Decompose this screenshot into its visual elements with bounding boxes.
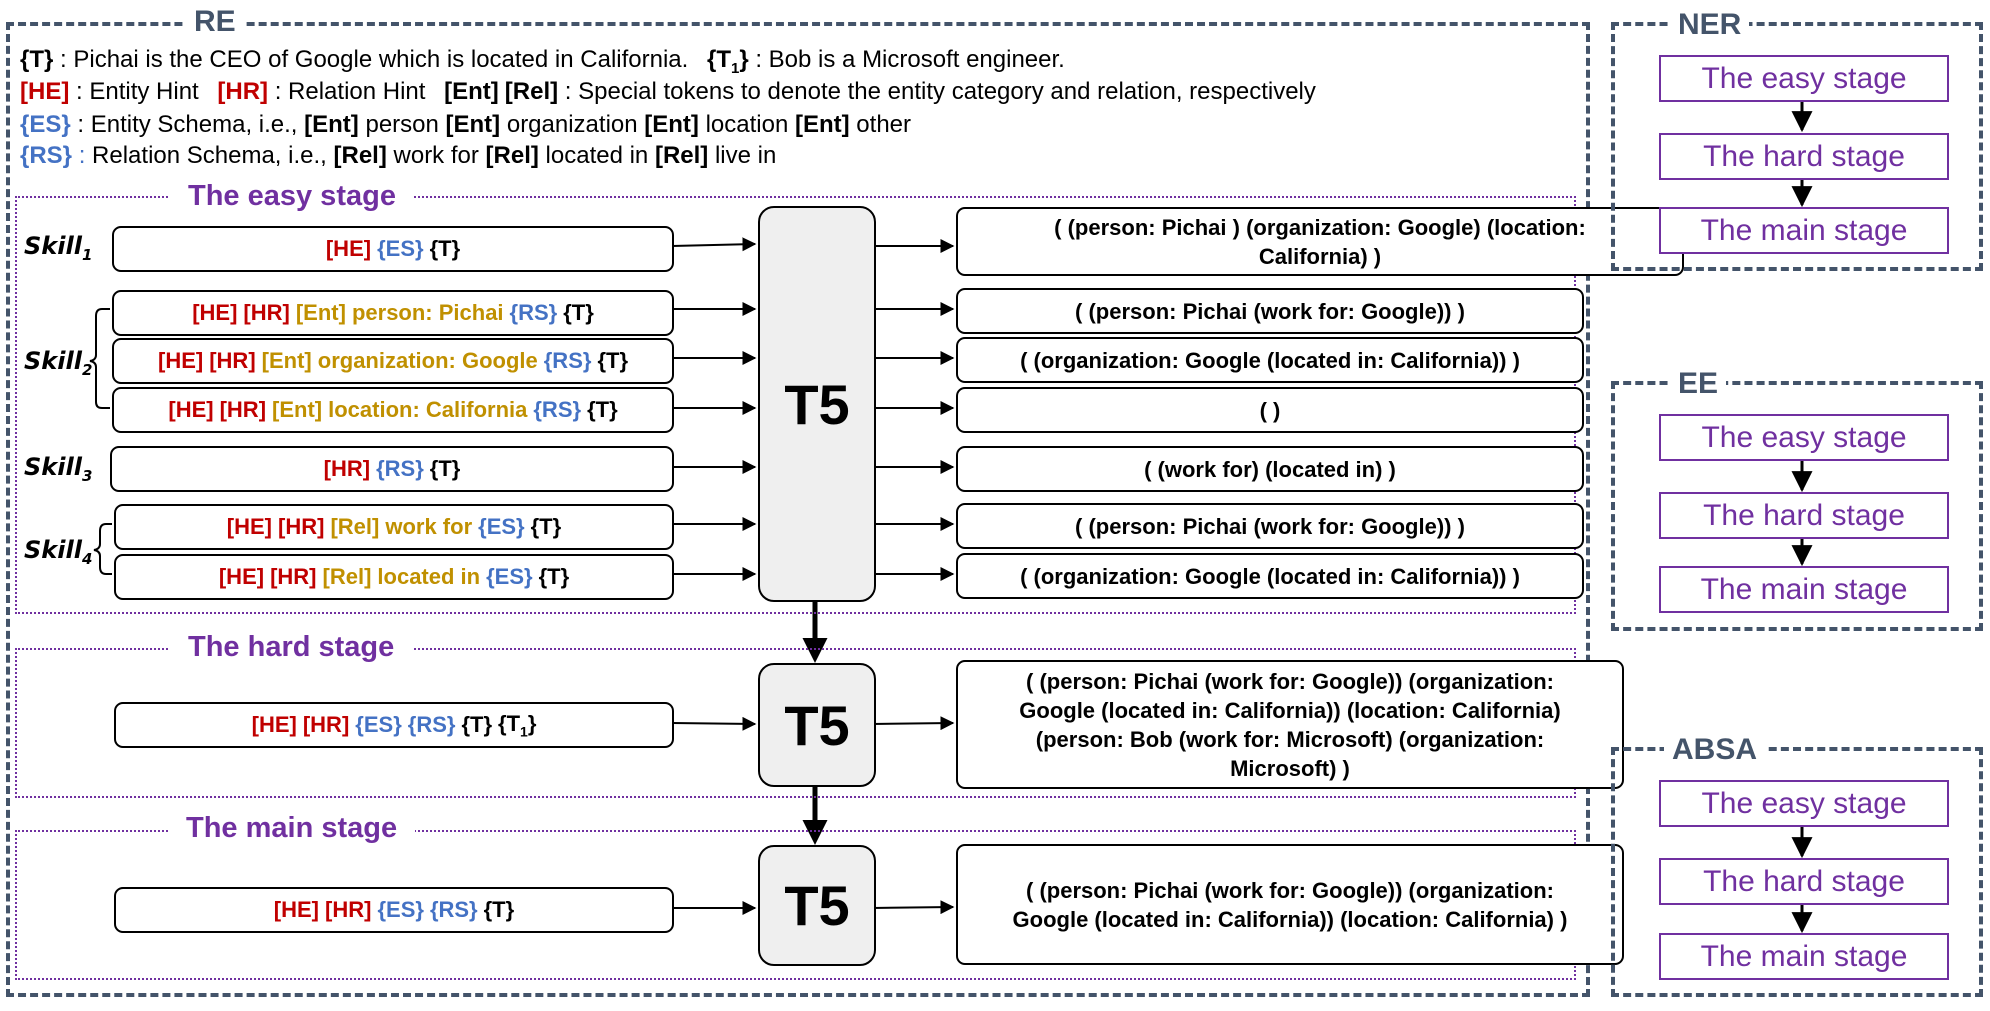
legend-rel: [Rel] (333, 142, 387, 169)
legend-hr-token: [HR] (217, 78, 269, 105)
easy-stage-title: The easy stage (170, 180, 414, 212)
legend-t-token: {T} (20, 46, 54, 73)
absa-hard-stage: The hard stage (1659, 858, 1949, 905)
brace-skill2 (89, 308, 110, 409)
legend-he-desc: : Entity Hint (69, 78, 199, 105)
input-skill4-locatedin: [HE][HR][Rel]located in{ES}{T} (114, 554, 674, 600)
legend-t-desc: : Pichai is the CEO of Google which is l… (53, 46, 689, 73)
legend-rs-desc: Relation Schema, i.e., (85, 142, 334, 169)
legend-rs-located: located in (538, 142, 655, 169)
t5-model-main: T5 (758, 845, 876, 966)
legend-rs-token: {RS} (20, 142, 73, 169)
output-skill2-organization: ( (organization: Google (located in: Cal… (956, 337, 1584, 383)
legend-rs-work: work for (386, 142, 486, 169)
ee-main-stage: The main stage (1659, 566, 1949, 613)
ner-hard-stage: The hard stage (1659, 133, 1949, 180)
output-skill4-locatedin: ( (organization: Google (located in: Cal… (956, 553, 1584, 599)
legend-ent: [Ent] (304, 111, 359, 138)
t5-model-easy: T5 (758, 206, 876, 602)
absa-easy-stage: The easy stage (1659, 780, 1949, 827)
legend-rel: [Rel] (654, 142, 709, 169)
legend-ent: [Ent] (794, 111, 850, 138)
legend-es-other: other (849, 111, 912, 138)
output-main-stage: ( (person: Pichai (work for: Google)) (o… (956, 844, 1624, 965)
output-skill2-person: ( (person: Pichai (work for: Google)) ) (956, 288, 1584, 334)
legend-rs-line: {RS} : Relation Schema, i.e., [Rel] work… (20, 141, 776, 171)
legend-hr-desc: : Relation Hint (268, 78, 426, 105)
absa-main-stage: The main stage (1659, 933, 1949, 980)
output-skill2-location: ( ) (956, 387, 1584, 433)
arrow-in-hard (671, 716, 757, 731)
arrow-in-s1 (671, 237, 757, 252)
skill-2-label: Skill2 (24, 347, 93, 379)
legend-t1-token: {T1} (706, 46, 749, 77)
main-stage-title: The main stage (168, 812, 416, 844)
input-skill2-location: [HE][HR][Ent]location: California{RS}{T} (112, 387, 674, 433)
output-hard-stage: ( (person: Pichai (work for: Google)) (o… (956, 660, 1624, 789)
ner-main-stage: The main stage (1659, 207, 1949, 254)
input-skill3: [HR]{RS}{T} (110, 446, 674, 492)
arrow-out-main (871, 900, 955, 915)
ee-title: EE (1670, 369, 1727, 399)
t5-model-hard: T5 (758, 663, 876, 787)
ee-hard-stage: The hard stage (1659, 492, 1949, 539)
legend-special-desc: : Special tokens to denote the entity ca… (558, 78, 1316, 105)
legend-he-token: [HE] (20, 78, 70, 105)
arrow-out-hard (871, 716, 955, 731)
re-panel (6, 22, 1590, 997)
output-skill1: ( (person: Pichai ) (organization: Googl… (956, 207, 1684, 276)
legend-es-person: person (358, 111, 446, 138)
legend-rel-token: [Rel] (504, 78, 559, 105)
legend-es-token: {ES} (20, 111, 71, 138)
legend-es-line: {ES} : Entity Schema, i.e., [Ent] person… (20, 110, 911, 140)
absa-title: ABSA (1664, 735, 1766, 765)
ner-easy-stage: The easy stage (1659, 55, 1949, 102)
input-skill4-workfor: [HE][HR][Rel]work for{ES}{T} (114, 504, 674, 550)
legend-rs-colon: : (72, 142, 86, 169)
ee-panel (1611, 381, 1983, 631)
legend-es-loc: location (698, 111, 795, 138)
legend-text-line: {T} : Pichai is the CEO of Google which … (20, 45, 1065, 84)
output-skill3: ( (work for) (located in) ) (956, 446, 1584, 492)
input-skill2-organization: [HE][HR][Ent]organization: Google{RS}{T} (112, 338, 674, 384)
legend-ent: [Ent] (644, 111, 699, 138)
skill-3-label: Skill3 (24, 453, 93, 485)
legend-es-desc: : Entity Schema, i.e., (70, 111, 305, 138)
legend-t1-desc: : Bob is a Microsoft engineer. (748, 46, 1065, 73)
legend-ent: [Ent] (445, 111, 501, 138)
ee-easy-stage: The easy stage (1659, 414, 1949, 461)
legend-rel: [Rel] (485, 142, 539, 169)
ner-panel (1611, 22, 1983, 271)
input-main-stage: [HE][HR]{ES}{RS}{T} (114, 887, 674, 933)
skill-4-label: Skill4 (24, 536, 93, 568)
legend-rs-live: live in (708, 142, 777, 169)
skill-1-label: Skill1 (24, 232, 93, 264)
ner-title: NER (1670, 10, 1750, 40)
brace-skill4 (93, 523, 112, 575)
re-title: RE (186, 7, 244, 37)
input-skill1: [HE]{ES}{T} (112, 226, 674, 272)
legend-es-org: organization (500, 111, 645, 138)
hard-stage-title: The hard stage (170, 631, 413, 663)
input-skill2-person: [HE][HR][Ent]person: Pichai{RS}{T} (112, 290, 674, 336)
input-hard-stage: [HE][HR]{ES}{RS}{T}{T1} (114, 702, 674, 748)
absa-panel (1611, 747, 1983, 997)
legend-ent-token: [Ent] (444, 78, 499, 105)
output-skill4-workfor: ( (person: Pichai (work for: Google)) ) (956, 503, 1584, 549)
legend-hint-line: [HE] : Entity Hint [HR] : Relation Hint … (20, 77, 1316, 107)
